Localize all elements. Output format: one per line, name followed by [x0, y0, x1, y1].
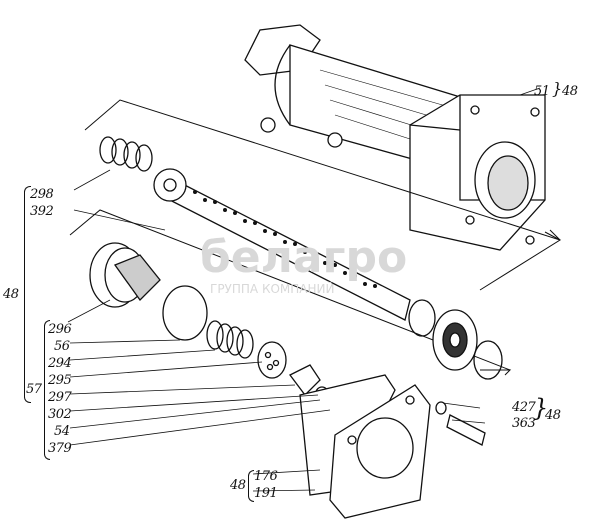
label-57: 57 — [26, 382, 42, 397]
label-298: 298 — [30, 187, 54, 202]
label-56: 56 — [54, 339, 70, 354]
watermark-subtitle: ГРУППА КОМПАНИЙ — [210, 282, 335, 296]
label-51: 51 — [534, 84, 550, 99]
label-296: 296 — [48, 322, 72, 337]
label-363: 363 — [512, 416, 536, 431]
nozzle-296 — [89, 242, 161, 308]
ring-right — [473, 340, 503, 380]
brace-char: } — [552, 79, 562, 98]
label-295: 295 — [48, 373, 72, 388]
clip-297 — [289, 364, 321, 396]
label-379: 379 — [48, 441, 72, 456]
label-297: 297 — [48, 390, 72, 405]
label-54: 54 — [54, 424, 70, 439]
bolt-363 — [446, 414, 486, 446]
bearing — [432, 309, 478, 371]
spring-294 — [206, 320, 254, 359]
brace-48 — [24, 186, 31, 403]
brace-48-cover — [248, 470, 254, 502]
label-294: 294 — [48, 356, 72, 371]
label-427: 427 — [512, 400, 536, 415]
brace-57 — [44, 320, 50, 460]
label-48-cover: 48 — [230, 478, 246, 493]
label-392: 392 — [30, 204, 54, 219]
housing-part — [244, 24, 546, 251]
watermark-logo: белагро — [200, 232, 408, 283]
disc-295 — [257, 341, 287, 379]
label-176: 176 — [254, 469, 278, 484]
washer-427 — [435, 401, 447, 415]
label-191: 191 — [254, 486, 278, 501]
label-48-housing: 48 — [562, 84, 578, 99]
spring-298 — [99, 136, 153, 172]
washer-right — [408, 299, 436, 337]
label-48-assembly: 48 — [3, 287, 19, 302]
o-ring-56 — [162, 285, 208, 341]
perforated-shaft-392 — [153, 168, 411, 321]
brace-char: } — [533, 394, 548, 422]
cover-176 — [329, 384, 431, 519]
label-48-bolt: 48 — [545, 408, 561, 423]
label-302: 302 — [48, 407, 72, 422]
